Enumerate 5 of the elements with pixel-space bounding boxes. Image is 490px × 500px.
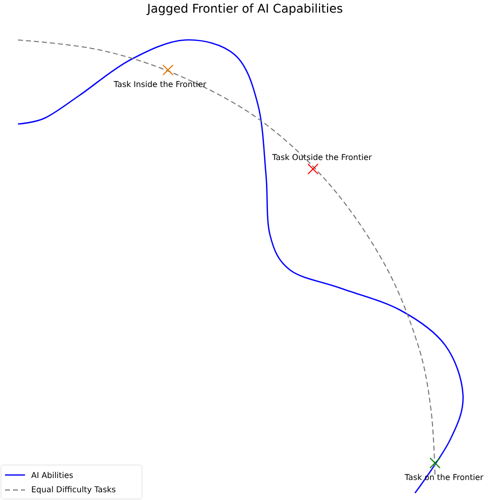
task-label: Task Inside the Frontier: [114, 80, 206, 88]
chart-title: Jagged Frontier of AI Capabilities: [146, 4, 342, 16]
task-label: Task Outside the Frontier: [272, 154, 372, 160]
legend-label: Equal Difficulty Tasks: [32, 486, 116, 494]
legend-label: AI Abilities: [31, 472, 73, 478]
